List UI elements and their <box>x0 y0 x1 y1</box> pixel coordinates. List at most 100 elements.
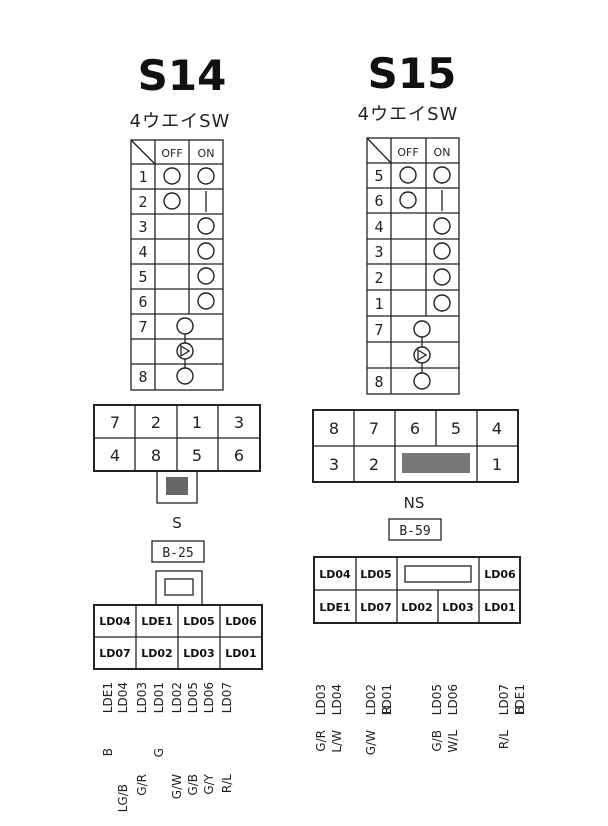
s14-title: S14 <box>138 51 227 100</box>
wire-color: R/L <box>497 730 511 749</box>
wire-color: G/Y <box>202 773 216 794</box>
wire-ld: LD07 <box>497 684 511 715</box>
s15-on-contact <box>433 242 451 260</box>
s14-contact-8 <box>176 367 194 385</box>
wire-color: LG/B <box>116 784 130 812</box>
s14-on-contact <box>197 267 215 285</box>
s14-code-box <box>151 540 205 563</box>
wire-color: G/B <box>186 774 200 796</box>
s15-contact-7 <box>413 320 431 338</box>
wire-ld: LD03 <box>135 682 149 713</box>
s15-on-contact <box>433 268 451 286</box>
s15-code-box <box>388 518 442 541</box>
wire-ld: LDE1 <box>513 684 527 715</box>
s15-lamp-symbol <box>417 348 428 362</box>
s14-connector-label: S <box>172 514 182 532</box>
wire-ld: LDE1 <box>101 682 115 713</box>
s15-ld-cell: LD06 <box>484 568 516 581</box>
s15-pin: 4 <box>492 419 502 438</box>
s14-pin: 8 <box>151 446 161 465</box>
s15-ld-cell: LD03 <box>442 601 473 614</box>
wire-ld: LD05 <box>430 684 444 715</box>
s15-row-num: 7 <box>374 321 383 339</box>
s15-lamp-icon <box>413 346 431 364</box>
s15-pin: 7 <box>369 419 379 438</box>
s14-off-header: OFF <box>161 147 182 160</box>
wire-ld: LD01 <box>152 682 166 713</box>
s14-ld-cell: LD06 <box>225 615 257 628</box>
s14-switch-table: OFF ON 1 2 3 4 5 6 7 8 <box>130 139 224 391</box>
s15-ld-cell: LD04 <box>319 568 351 581</box>
s15-contact-8 <box>413 372 431 390</box>
wire-color: R <box>380 706 394 714</box>
s14-row-num: 2 <box>138 193 147 211</box>
s14-switch-title: 4ウエイSW <box>130 111 231 132</box>
s14-ld-cell: LD01 <box>225 647 256 660</box>
s15-pin: 6 <box>410 419 420 438</box>
s14-row-num: 8 <box>138 368 147 386</box>
s14-pin: 2 <box>151 413 161 432</box>
s14-ld-cell: LD04 <box>99 615 131 628</box>
wire-color: L/W <box>330 730 344 753</box>
s15-off-contact <box>399 191 417 209</box>
s15-switch-title: 4ウエイSW <box>358 104 459 125</box>
s15-row-num: 8 <box>374 373 383 391</box>
s14-off-contact <box>163 192 181 210</box>
s14-ld-cell: LD02 <box>141 647 172 660</box>
s14-connector-latch <box>156 470 198 504</box>
wire-ld: LD05 <box>186 682 200 713</box>
s15-ld-cell: LD01 <box>484 601 515 614</box>
s15-row-num: 1 <box>374 295 383 313</box>
s15-pin: 2 <box>369 455 379 474</box>
s14-lamp-symbol <box>180 344 191 358</box>
s15-pin: 3 <box>329 455 339 474</box>
s15-ld-cell: LDE1 <box>319 601 350 614</box>
s14-row-num: 5 <box>138 268 147 286</box>
wire-color: B <box>101 748 115 756</box>
wire-color: G <box>152 748 166 757</box>
s14-ld-cell: LD03 <box>183 647 214 660</box>
s14-on-header: ON <box>198 147 215 160</box>
s14-ld-cell: LDE1 <box>141 615 172 628</box>
s14-lamp-icon <box>176 342 194 360</box>
s14-pin: 6 <box>234 446 244 465</box>
s15-row-num: 6 <box>374 192 383 210</box>
s15-ld-cell: LD05 <box>360 568 391 581</box>
s15-ld-connector: LD04 LD05 LD06 LDE1 LD07 LD02 LD03 LD01 <box>313 556 521 624</box>
wire-ld: LD01 <box>380 684 394 715</box>
s15-on-contact <box>433 294 451 312</box>
s15-row-num: 2 <box>374 269 383 287</box>
wire-color: R/L <box>220 774 234 793</box>
s14-pin: 3 <box>234 413 244 432</box>
wire-ld: LD04 <box>116 682 130 713</box>
s14-pin: 4 <box>110 446 120 465</box>
wire-color: G/R <box>135 774 149 796</box>
s15-title: S15 <box>368 49 457 98</box>
wire-ld: LD02 <box>364 684 378 715</box>
s14-ld-cell: LD05 <box>183 615 214 628</box>
s14-pin: 5 <box>192 446 202 465</box>
s15-pin: 1 <box>492 455 502 474</box>
s15-ld-cell: LD02 <box>401 601 432 614</box>
s14-row-num: 7 <box>138 318 147 336</box>
s14-wire-legend: B LDE1 LG/B LD04 G/R LD03 G LD01 G/W LD0… <box>101 682 234 812</box>
wire-color: B <box>513 706 527 714</box>
wire-ld: LD03 <box>314 684 328 715</box>
s14-ld-cell: LD07 <box>99 647 130 660</box>
s15-wire-legend: G/R LD03 L/W LD04 G/W LD02 R LD01 G/B LD… <box>314 684 527 755</box>
s14-pin: 7 <box>110 413 120 432</box>
wire-color: G/W <box>364 730 378 755</box>
s15-ld-key <box>404 565 472 583</box>
s15-on-header: ON <box>434 146 451 159</box>
s15-pin: 8 <box>329 419 339 438</box>
wire-ld: LD02 <box>170 682 184 713</box>
s14-row-num: 1 <box>138 168 147 186</box>
wire-ld: LD07 <box>220 682 234 713</box>
s15-on-contact <box>433 217 451 235</box>
wire-ld: LD04 <box>330 684 344 715</box>
s15-connector: 8 7 6 5 4 3 2 1 <box>312 409 519 483</box>
s15-connector-label: NS <box>404 494 425 512</box>
s14-on-contact <box>197 167 215 185</box>
s14-connector: 7 2 1 3 4 8 5 6 <box>93 404 261 504</box>
